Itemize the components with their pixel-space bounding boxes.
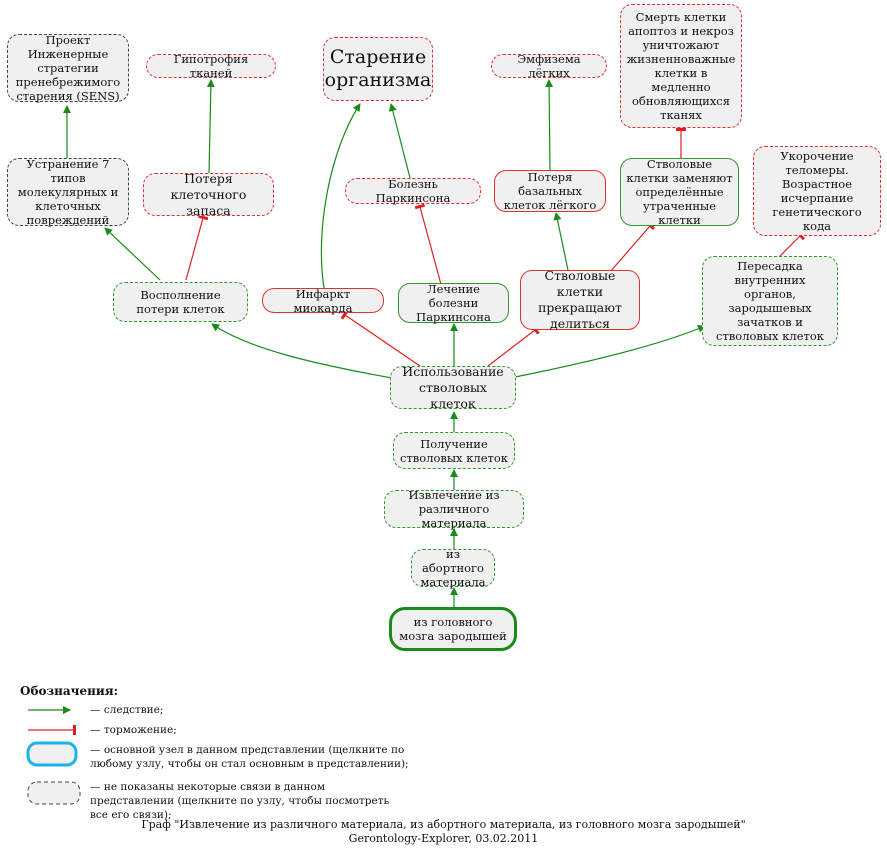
node-apoptosis[interactable]: Смерть клетки апоптоз и некроз уничтожаю… xyxy=(620,4,742,128)
node-emphysema[interactable]: Эмфизема лёгких xyxy=(491,52,607,80)
node-basalloss[interactable]: Потеря базальных клеток лёгкого xyxy=(494,170,606,212)
edge-stemstop-stemreplace xyxy=(609,221,656,273)
node-getstem[interactable]: Получение стволовых клеток xyxy=(393,432,515,469)
legend-main-node-symbol xyxy=(26,741,78,767)
node-stemstop-label: Стволовые клетки прекращают делиться xyxy=(538,268,622,331)
node-sens[interactable]: Проект Инженерные стратегии пренебрежимо… xyxy=(7,33,129,103)
node-aging[interactable]: Старение организма xyxy=(323,37,433,101)
legend-main-node-text: — основной узел в данном представлении (… xyxy=(90,744,409,770)
edge-infarct-aging xyxy=(320,103,361,289)
node-telomere[interactable]: Укорочение теломеры. Возрастное исчерпан… xyxy=(753,146,881,236)
node-cellloss[interactable]: Потеря клеточного запаса xyxy=(143,170,274,218)
edge-cellloss-hypotrophy xyxy=(206,79,215,174)
edge-usestem-infarct xyxy=(340,309,421,367)
legend-title: Обозначения: xyxy=(20,684,119,698)
legend-hidden-links-symbol xyxy=(27,781,81,805)
node-infarct-label: Инфаркт миокарда xyxy=(293,286,353,315)
node-transplant[interactable]: Пересадка внутренних органов, зародышевы… xyxy=(702,256,838,346)
node-hypotrophy[interactable]: Гипотрофия тканей xyxy=(146,52,276,80)
legend-consequence-text: — следствие; xyxy=(90,704,164,716)
node-replenish[interactable]: Восполнение потери клеток xyxy=(113,282,248,322)
node-extract-label: Извлечение из различного материала xyxy=(408,488,500,530)
node-emphysema-label: Эмфизема лёгких xyxy=(517,52,581,80)
node-cellloss-label: Потеря клеточного запаса xyxy=(170,170,247,218)
edge-stemstop-basalloss xyxy=(553,212,569,271)
node-usestem-label: Использование стволовых клеток xyxy=(402,363,504,411)
caption-title: Граф "Извлечение из различного материала… xyxy=(141,818,746,831)
edge-transplant-telomere xyxy=(779,231,805,257)
node-brain-main[interactable]: из головного мозга зародышей xyxy=(389,607,517,651)
node-replenish-label: Восполнение потери клеток xyxy=(136,288,225,316)
node-parkinson-label: Болезнь Паркинсона xyxy=(375,177,451,205)
edge-basalloss-emphysema xyxy=(545,79,554,171)
node-hypotrophy-label: Гипотрофия тканей xyxy=(173,52,249,80)
node-fix7[interactable]: Устранение 7 типов молекулярных и клеточ… xyxy=(7,157,129,227)
node-transplant-label: Пересадка внутренних органов, зародышевы… xyxy=(716,259,824,343)
node-basalloss-label: Потеря базальных клеток лёгкого xyxy=(503,170,597,212)
edge-usestem-stemstop xyxy=(487,324,540,367)
edge-replenish-fix7 xyxy=(104,227,161,281)
node-treatpark[interactable]: Лечение болезни Паркинсона xyxy=(398,282,509,324)
caption-source: Gerontology-Explorer, 03.02.2011 xyxy=(348,832,539,845)
node-telomere-label: Укорочение теломеры. Возрастное исчерпан… xyxy=(772,149,862,233)
node-abortive[interactable]: из абортного материала xyxy=(411,547,495,589)
edge-usestem-replenish xyxy=(211,323,393,379)
edge-usestem-transplant xyxy=(514,325,706,378)
node-sens-label: Проект Инженерные стратегии пренебрежимо… xyxy=(15,33,121,103)
node-apoptosis-label: Смерть клетки апоптоз и некроз уничтожаю… xyxy=(626,10,736,122)
edge-treatpark-parkinson xyxy=(414,203,443,289)
node-extract[interactable]: Извлечение из различного материала xyxy=(384,488,524,530)
node-infarct[interactable]: Инфаркт миокарда xyxy=(262,286,384,315)
node-getstem-label: Получение стволовых клеток xyxy=(400,436,508,465)
legend-hidden-links-text: — не показаны некоторые связи в данном п… xyxy=(90,781,390,821)
edge-replenish-cellloss xyxy=(185,214,209,281)
node-parkinson[interactable]: Болезнь Паркинсона xyxy=(345,177,481,205)
node-stemstop[interactable]: Стволовые клетки прекращают делиться xyxy=(520,268,640,331)
node-stemreplace-label: Стволовые клетки заменяют определённые у… xyxy=(626,157,733,227)
node-abortive-label: из абортного материала xyxy=(420,547,486,589)
node-treatpark-label: Лечение болезни Паркинсона xyxy=(416,282,491,324)
edge-parkinson-aging xyxy=(388,103,411,179)
node-usestem[interactable]: Использование стволовых клеток xyxy=(390,363,516,411)
node-aging-label: Старение организма xyxy=(324,46,432,91)
legend-inhibition-text: — торможение; xyxy=(90,724,177,736)
node-fix7-label: Устранение 7 типов молекулярных и клеточ… xyxy=(17,157,119,227)
node-stemreplace[interactable]: Стволовые клетки заменяют определённые у… xyxy=(620,157,739,227)
node-brain-label: из головного мозга зародышей xyxy=(399,615,507,643)
